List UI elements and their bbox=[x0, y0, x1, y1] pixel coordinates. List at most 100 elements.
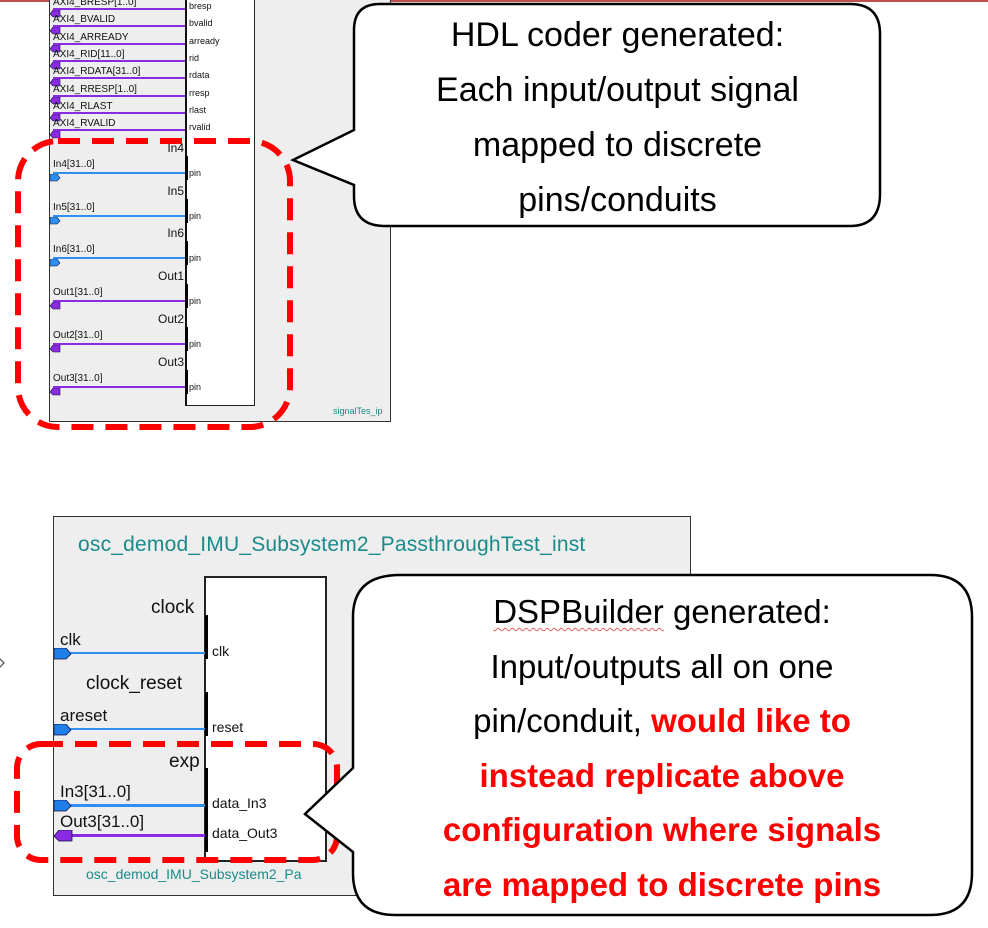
callout-bottom-line-3: pin/conduit, would like to bbox=[356, 694, 968, 749]
wire-areset bbox=[60, 728, 205, 730]
callout-bottom-bubble bbox=[303, 573, 974, 917]
axi-signal-wire bbox=[53, 111, 185, 114]
conduit-group-label: Out1 bbox=[157, 269, 184, 284]
axi-port-name: arready bbox=[189, 35, 220, 46]
callout-bottom-line-3-red: would like to bbox=[651, 702, 851, 739]
port-group-bar bbox=[205, 692, 208, 736]
axi-port-name: rresp bbox=[189, 87, 210, 98]
input-port-icon bbox=[53, 799, 72, 817]
conduit-port-name: pin bbox=[189, 296, 202, 307]
output-port-icon bbox=[49, 92, 62, 110]
signal-label-areset: areset bbox=[60, 706, 108, 725]
callout-top-line: HDL coder generated: bbox=[450, 16, 785, 54]
port-group-bar bbox=[205, 615, 208, 659]
port-group-clock: clock bbox=[151, 597, 195, 618]
conduit-group-bar bbox=[185, 156, 188, 180]
signal-label-clk: clk bbox=[60, 630, 81, 649]
conduit-wire bbox=[53, 385, 185, 388]
callout-top-text: HDL coder generated: Each input/output s… bbox=[360, 8, 875, 228]
callout-top-bubble bbox=[289, 2, 882, 228]
conduit-signal-label: Out1[31..0] bbox=[53, 287, 103, 299]
port-group-clock-reset: clock_reset bbox=[86, 673, 183, 694]
axi-signal-wire bbox=[53, 25, 185, 28]
callout-bottom-line-1-rest: generated: bbox=[663, 593, 831, 630]
callout-bottom-line-1: DSPBuilder generated: bbox=[356, 585, 968, 640]
axi-signal-label: AXI4_ARREADY bbox=[53, 31, 129, 43]
conduit-wire bbox=[53, 172, 185, 174]
output-port-icon bbox=[49, 383, 62, 401]
axi-signal-label: AXI4_RVALID bbox=[53, 118, 116, 130]
port-name-reset: reset bbox=[212, 719, 244, 735]
conduit-group-bar bbox=[185, 284, 188, 309]
wire-out3 bbox=[60, 834, 205, 837]
output-port-icon bbox=[49, 22, 62, 40]
port-group-bar bbox=[205, 768, 208, 852]
dspbuilder-component-footer: osc_demod_IMU_Subsystem2_Pa bbox=[86, 866, 302, 882]
conduit-signal-label: In4[31..0] bbox=[53, 159, 95, 170]
signal-label-out3: Out3[31..0] bbox=[60, 812, 145, 831]
conduit-port-name: pin bbox=[189, 253, 202, 264]
conduit-port-name: pin bbox=[189, 338, 202, 349]
instance-name-label: signalTes_ip bbox=[333, 406, 383, 416]
output-port-icon bbox=[49, 297, 62, 315]
slide-top-border bbox=[0, 0, 988, 2]
conduit-group-label: In6 bbox=[167, 226, 184, 241]
axi-signal-label: AXI4_RLAST bbox=[53, 100, 113, 112]
highlight-top-dashed-box bbox=[15, 138, 293, 430]
conduit-signal-label: Out3[31..0] bbox=[53, 372, 103, 384]
conduit-wire bbox=[53, 342, 185, 345]
axi-signal-label: AXI4_RRESP[1..0] bbox=[53, 83, 137, 95]
conduit-wire bbox=[53, 300, 185, 303]
conduit-group-label: In4 bbox=[167, 141, 184, 155]
conduit-signal-label: Out2[31..0] bbox=[53, 329, 103, 341]
callout-bottom-line-6: are mapped to discrete pins bbox=[442, 865, 882, 903]
conduit-signal-label: In5[31..0] bbox=[53, 201, 95, 213]
expand-arrow-icon bbox=[0, 656, 6, 674]
conduit-wire bbox=[53, 257, 185, 260]
dspbuilder-word: DSPBuilder bbox=[493, 593, 664, 630]
callout-top-line: mapped to discrete bbox=[472, 126, 763, 164]
output-port-icon bbox=[53, 829, 74, 847]
dspbuilder-component-title: osc_demod_IMU_Subsystem2_PassthroughTest… bbox=[78, 533, 586, 556]
port-name-data-out3: data_Out3 bbox=[212, 825, 278, 841]
conduit-signal-label: In6[31..0] bbox=[53, 244, 95, 256]
highlight-bottom-dashed-box bbox=[14, 741, 340, 863]
axi-signal-wire bbox=[53, 8, 185, 10]
conduit-group-label: Out2 bbox=[157, 311, 184, 326]
output-port-icon bbox=[49, 340, 62, 358]
port-name-clk: clk bbox=[212, 643, 230, 659]
conduit-group-label: In5 bbox=[167, 183, 184, 198]
axi-signal-wire bbox=[53, 94, 185, 97]
hdl-coder-component-block bbox=[185, 0, 255, 406]
axi-signal-wire bbox=[53, 42, 185, 45]
input-port-icon bbox=[49, 169, 62, 187]
conduit-group-bar bbox=[185, 326, 188, 351]
conduit-wire bbox=[53, 214, 185, 217]
axi-signal-wire bbox=[53, 77, 185, 80]
conduit-group-label: Out3 bbox=[157, 354, 184, 369]
callout-bottom-text: DSPBuilder generated: Input/outputs all … bbox=[356, 585, 968, 912]
axi-port-name: rid bbox=[189, 52, 200, 63]
callout-bottom-line-4: instead replicate above bbox=[479, 756, 845, 794]
axi-signal-label: AXI4_RID[11..0] bbox=[53, 48, 125, 60]
callout-bottom-line-5: configuration where signals bbox=[442, 811, 882, 848]
conduit-port-name: pin bbox=[189, 381, 202, 392]
output-port-icon bbox=[49, 5, 62, 23]
output-port-icon bbox=[49, 74, 62, 92]
axi-signal-wire bbox=[53, 129, 185, 132]
wire-in3 bbox=[60, 804, 205, 807]
axi-signal-label: AXI4_BRESP[1..0] bbox=[53, 0, 137, 8]
output-port-icon bbox=[49, 40, 62, 58]
conduit-group-bar bbox=[185, 198, 188, 223]
input-port-icon bbox=[53, 647, 72, 665]
conduit-port-name: pin bbox=[189, 210, 202, 221]
callout-top-line: pins/conduits bbox=[518, 181, 717, 219]
axi-port-name: bvalid bbox=[189, 18, 213, 29]
axi-port-name: rlast bbox=[189, 104, 207, 115]
port-group-exp: exp bbox=[169, 751, 200, 772]
signal-label-in3: In3[31..0] bbox=[60, 782, 131, 801]
output-port-icon bbox=[49, 109, 62, 127]
callout-bottom-line-3-plain: pin/conduit, bbox=[473, 702, 652, 739]
axi-port-name: rvalid bbox=[189, 122, 211, 133]
